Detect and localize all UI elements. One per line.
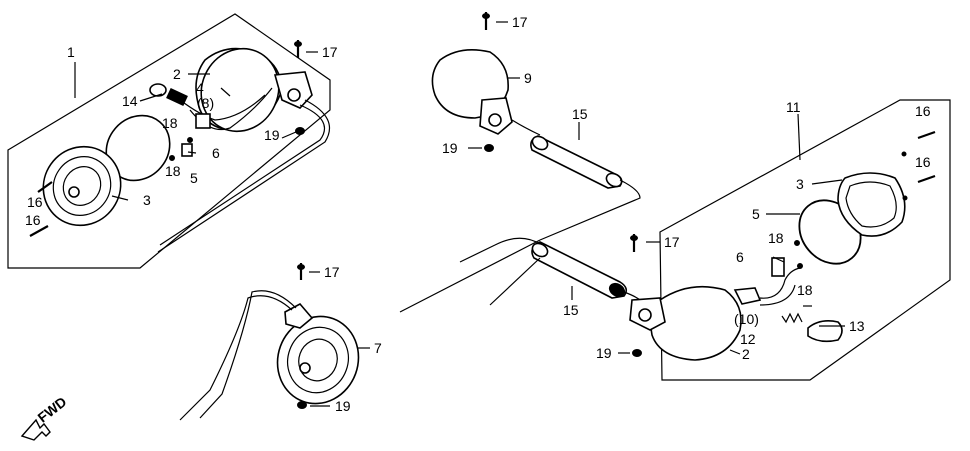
callout-13: 13 [849, 318, 865, 334]
callout-18: 18 [768, 230, 784, 246]
front-left-turn-signal [29, 40, 330, 253]
rear-right-turn-signal [629, 130, 936, 361]
callout-16: 16 [915, 154, 931, 170]
callout-11: 11 [786, 99, 801, 115]
callout-9: 9 [524, 70, 532, 86]
callout-15: 15 [563, 302, 579, 318]
callout-18: 18 [797, 282, 813, 298]
callout-12: 12 [740, 331, 756, 347]
callout-6: 6 [212, 145, 220, 161]
callout-17: 17 [512, 14, 528, 30]
callout-2: 2 [742, 346, 750, 362]
leader-lines [74, 21, 845, 407]
callout-5: 5 [752, 206, 760, 222]
callout-6: 6 [736, 249, 744, 265]
callout-3: 3 [143, 192, 151, 208]
callout-19: 19 [264, 127, 280, 143]
stalk-lower [459, 237, 641, 306]
callout-18: 18 [162, 115, 178, 131]
assembly-1-outline [7, 13, 331, 269]
callout-3: 3 [796, 176, 804, 192]
fwd-arrow: FWD [20, 393, 69, 441]
stalk-upper [399, 135, 641, 313]
callout-17: 17 [322, 44, 338, 60]
callout-19: 19 [596, 345, 612, 361]
callout-2: 2 [173, 66, 181, 82]
callout-19: 19 [442, 140, 458, 156]
callout-16: 16 [25, 212, 41, 228]
callout-10: (10) [734, 311, 759, 327]
callout-19: 19 [335, 398, 351, 414]
callout-17: 17 [664, 234, 680, 250]
callout-14: 14 [122, 93, 138, 109]
callout-labels: 1 2 4 (8) 14 18 6 18 5 3 16 16 19 17 17 … [25, 14, 931, 414]
callout-17: 17 [324, 264, 340, 280]
callout-4: 4 [196, 80, 204, 96]
callout-7: 7 [374, 340, 382, 356]
callout-16: 16 [915, 103, 931, 119]
rear-left-turn-signal [179, 263, 360, 421]
callout-15: 15 [572, 106, 588, 122]
fwd-label: FWD [34, 393, 69, 425]
front-right-turn-signal-housing [431, 12, 541, 152]
assembly-11-outline [659, 99, 951, 381]
callout-5: 5 [190, 170, 198, 186]
arrow-down-left-icon [20, 418, 51, 441]
callout-18: 18 [165, 163, 181, 179]
callout-8: (8) [197, 95, 214, 111]
callout-16: 16 [27, 194, 43, 210]
callout-1: 1 [67, 44, 75, 60]
